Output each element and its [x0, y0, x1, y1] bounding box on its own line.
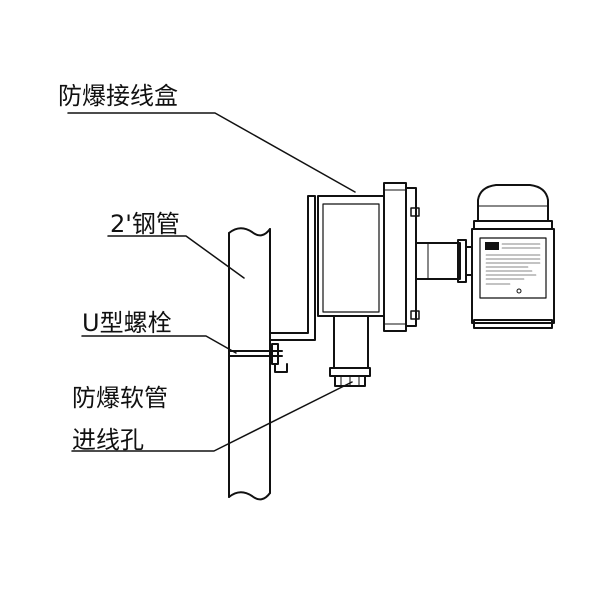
pipe-bottom-break — [228, 491, 271, 501]
dome-cover — [477, 184, 549, 222]
leader-junction-box — [67, 112, 356, 193]
label-u-bolt: U型螺栓 — [82, 309, 172, 337]
cable-entry-gland — [329, 315, 371, 387]
mounting-bracket — [269, 195, 316, 341]
label-hose-line2: 进线孔 — [72, 426, 144, 454]
leader-u-bolt — [81, 335, 237, 354]
leader-hose-entry — [71, 381, 353, 452]
pipe-top-break — [228, 227, 271, 237]
leader-lines — [67, 112, 356, 452]
junction-box-body — [317, 182, 420, 332]
label-steel-pipe: 2'钢管 — [110, 210, 180, 238]
connector-neck — [415, 239, 473, 283]
steel-pipe — [228, 227, 271, 501]
u-bolt — [228, 343, 288, 373]
label-hose-line1: 防爆软管 — [72, 384, 168, 412]
electronics-enclosure — [471, 184, 555, 329]
leader-steel-pipe — [107, 235, 245, 279]
label-junction-box: 防爆接线盒 — [58, 82, 178, 110]
nameplate-mark — [516, 288, 522, 294]
nameplate-fine-print — [485, 243, 541, 285]
nameplate — [479, 237, 547, 299]
nameplate-logo — [485, 242, 499, 250]
